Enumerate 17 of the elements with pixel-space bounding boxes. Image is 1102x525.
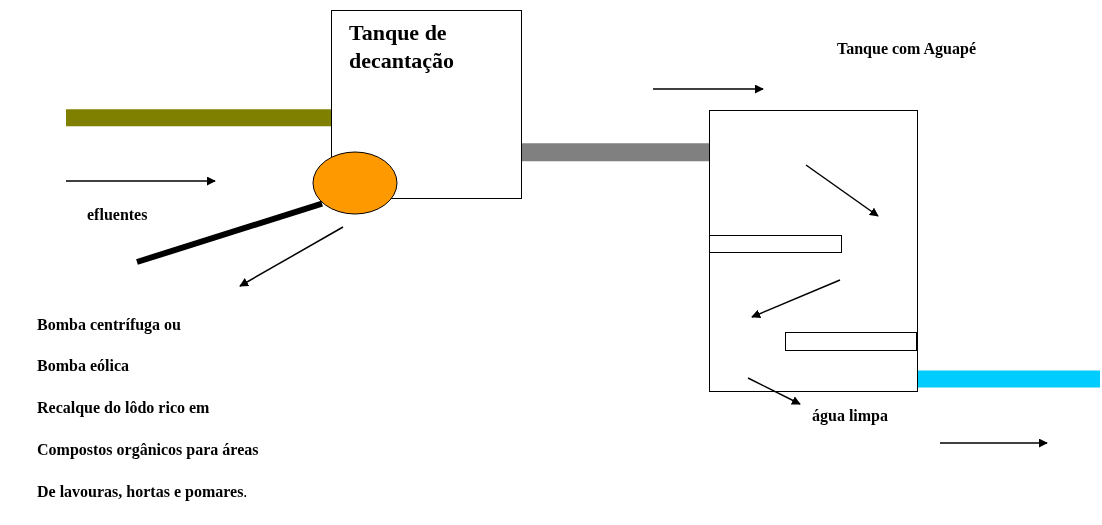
baffle-plate [785,332,917,351]
pipe [66,109,331,127]
note-text: De lavouras, hortas e pomares. [37,483,248,501]
note-text: Bomba centrífuga ou [37,316,181,334]
note-text: Recalque do lôdo rico em [37,399,210,417]
baffle-plate [709,235,842,253]
note-text: Compostos orgânicos para áreas [37,441,259,459]
pipe [136,200,323,265]
pipe [918,370,1100,388]
flow-label: efluentes [87,206,148,224]
tank-title: Tanque com Aguapé [837,39,977,59]
tank-box [331,10,522,199]
flow-label: água limpa [812,407,888,425]
note-text: Bomba eólica [37,357,129,375]
pipe [522,143,709,162]
tank-title: Tanque de decantação [349,19,456,74]
pump-icon [312,151,398,215]
